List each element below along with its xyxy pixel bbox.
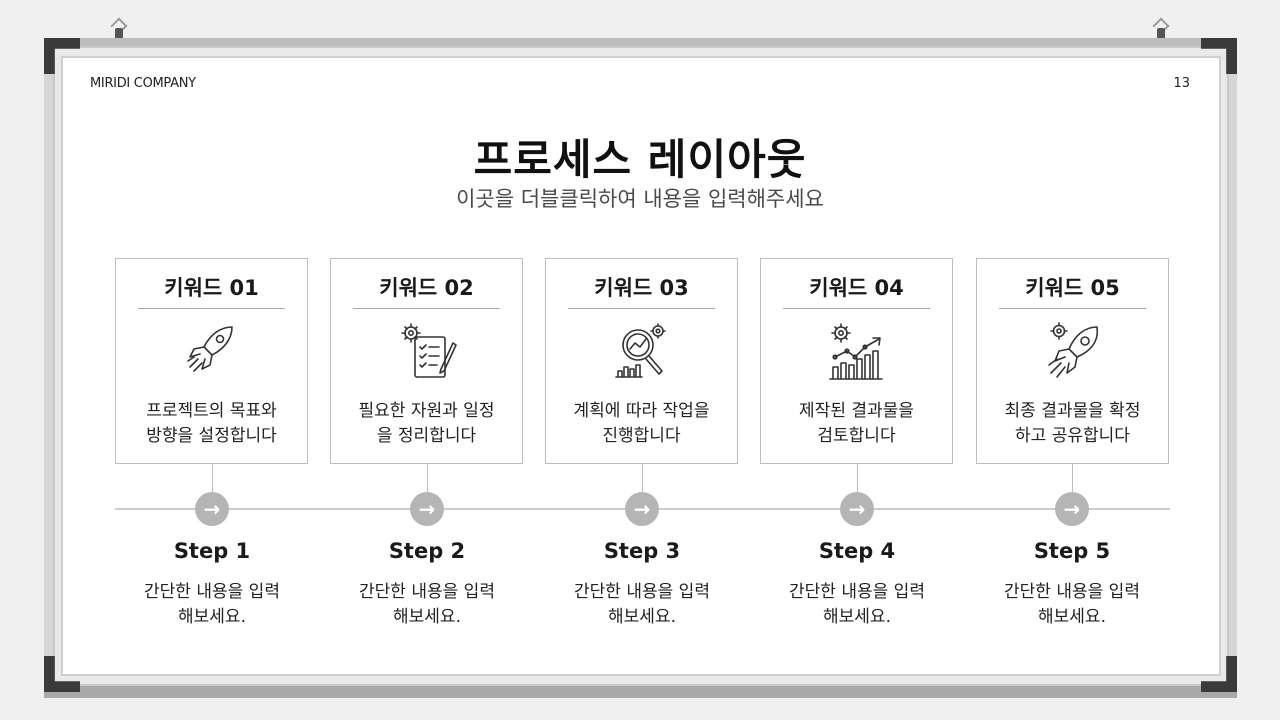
card-description: 필요한 자원과 일정 을 정리합니다 xyxy=(358,401,495,446)
process-card-1[interactable]: 키워드 01 프로젝트의 목표와 방향을 설정합니다 xyxy=(115,258,308,464)
step-label-5[interactable]: Step 5 xyxy=(1033,539,1111,563)
step-description-1[interactable]: 간단한 내용을 입력 해보세요. xyxy=(144,582,280,627)
process-card-5[interactable]: 키워드 05 최종 결과물을 확정 하고 공유합니다 xyxy=(976,258,1169,464)
card-title: 키워드 01 xyxy=(138,273,285,309)
connector-line xyxy=(642,464,643,494)
checklist-gear-icon xyxy=(401,323,457,378)
connector-line xyxy=(857,464,858,494)
card-description: 계획에 따라 작업을 진행합니다 xyxy=(573,401,710,446)
step-description-3[interactable]: 간단한 내용을 입력 해보세요. xyxy=(574,582,710,627)
card-description: 최종 결과물을 확정 하고 공유합니다 xyxy=(1004,401,1141,446)
growth-chart-icon xyxy=(829,323,883,380)
process-card-2[interactable]: 키워드 02 필요한 자원과 일정 을 정리합니다 xyxy=(330,258,523,464)
step-label-3[interactable]: Step 3 xyxy=(603,539,681,563)
step-description-5[interactable]: 간단한 내용을 입력 해보세요. xyxy=(1004,582,1140,627)
slide-subtitle[interactable]: 이곳을 더블클릭하여 내용을 입력해주세요 xyxy=(456,187,824,211)
connector-line xyxy=(427,464,428,494)
connector-line xyxy=(212,464,213,494)
page-number: 13 xyxy=(1173,76,1190,91)
rocket-launch-icon xyxy=(1048,322,1099,378)
company-name: MIRIDI COMPANY xyxy=(90,76,196,91)
card-title: 키워드 04 xyxy=(783,273,930,309)
process-card-4[interactable]: 키워드 04 제작된 결과물을 검토합니다 xyxy=(760,258,953,464)
step-description-4[interactable]: 간단한 내용을 입력 해보세요. xyxy=(789,582,925,627)
slide-title[interactable]: 프로세스 레이아웃 xyxy=(473,135,807,184)
card-description: 프로젝트의 목표와 방향을 설정합니다 xyxy=(146,401,277,446)
card-description: 제작된 결과물을 검토합니다 xyxy=(799,401,914,446)
hanger-hook-left xyxy=(110,16,128,46)
step-label-4[interactable]: Step 4 xyxy=(818,539,896,563)
hanger-hook-right xyxy=(1152,16,1170,46)
step-label-1[interactable]: Step 1 xyxy=(173,539,251,563)
arrow-right-icon: → xyxy=(625,492,659,526)
card-title: 키워드 03 xyxy=(568,273,715,309)
arrow-right-icon: → xyxy=(410,492,444,526)
step-label-2[interactable]: Step 2 xyxy=(388,539,466,563)
step-description-2[interactable]: 간단한 내용을 입력 해보세요. xyxy=(359,582,495,627)
connector-line xyxy=(1072,464,1073,494)
arrow-right-icon: → xyxy=(195,492,229,526)
arrow-right-icon: → xyxy=(1055,492,1089,526)
process-card-3[interactable]: 키워드 03 계획에 따라 작업을 진행합니다 xyxy=(545,258,738,464)
card-title: 키워드 05 xyxy=(999,273,1146,309)
analysis-magnifier-icon xyxy=(615,323,666,378)
arrow-right-icon: → xyxy=(840,492,874,526)
rocket-icon xyxy=(187,326,233,372)
card-title: 키워드 02 xyxy=(353,273,500,309)
